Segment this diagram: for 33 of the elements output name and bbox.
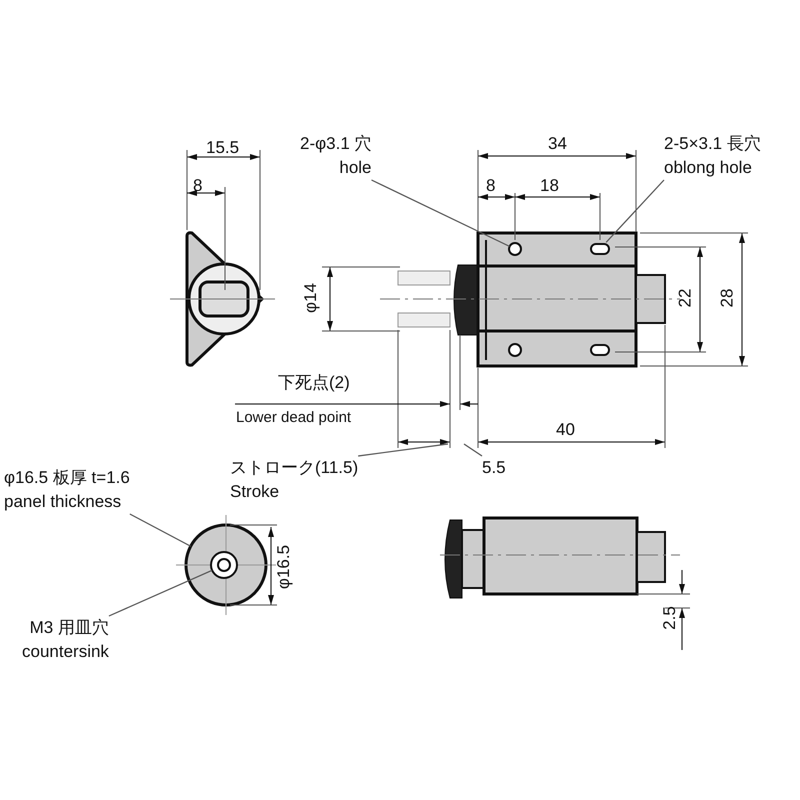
dimension-text: Lower dead point [236, 408, 352, 428]
dimension-text: 8 [193, 176, 202, 196]
dimension-text: 2.5 [660, 606, 680, 630]
callout-text: countersink [22, 641, 109, 663]
dimension-text: 22 [675, 288, 696, 308]
dimension-text: 28 [717, 288, 738, 308]
leader-line [464, 444, 482, 456]
callout-text: ストローク(11.5) [230, 457, 358, 479]
leader-line [358, 443, 448, 457]
dimension-text: 15.5 [206, 138, 240, 158]
dimension-text: 40 [556, 420, 575, 440]
dimension-text: 8 [486, 176, 496, 196]
leader-line [606, 180, 664, 243]
oblong-hole [590, 243, 610, 255]
dimension-text: φ16.5 [274, 544, 294, 590]
callout-text: φ16.5 板厚 t=1.6 [4, 467, 130, 489]
callout-text: Stroke [230, 481, 280, 503]
dimension-text: 5.5 [482, 457, 506, 479]
dimension-text: 下死点(2) [278, 373, 350, 393]
callout-text: hole [338, 157, 372, 179]
dimension-text: φ14 [300, 283, 321, 313]
leader-line [130, 513, 191, 547]
leader-line [108, 570, 212, 617]
panel-hole-circle [176, 514, 276, 616]
dimension-text: 34 [548, 134, 567, 154]
callout-text: M3 用皿穴 [28, 617, 109, 639]
dimension-text: 18 [540, 176, 559, 196]
callout-text: 2-φ3.1 穴 [300, 133, 372, 155]
mounting-hole [508, 242, 522, 256]
leader-line [371, 179, 510, 247]
callout-text: 2-5×3.1 長穴 [664, 133, 761, 155]
callout-text: oblong hole [664, 157, 753, 179]
callout-text: panel thickness [4, 491, 122, 513]
